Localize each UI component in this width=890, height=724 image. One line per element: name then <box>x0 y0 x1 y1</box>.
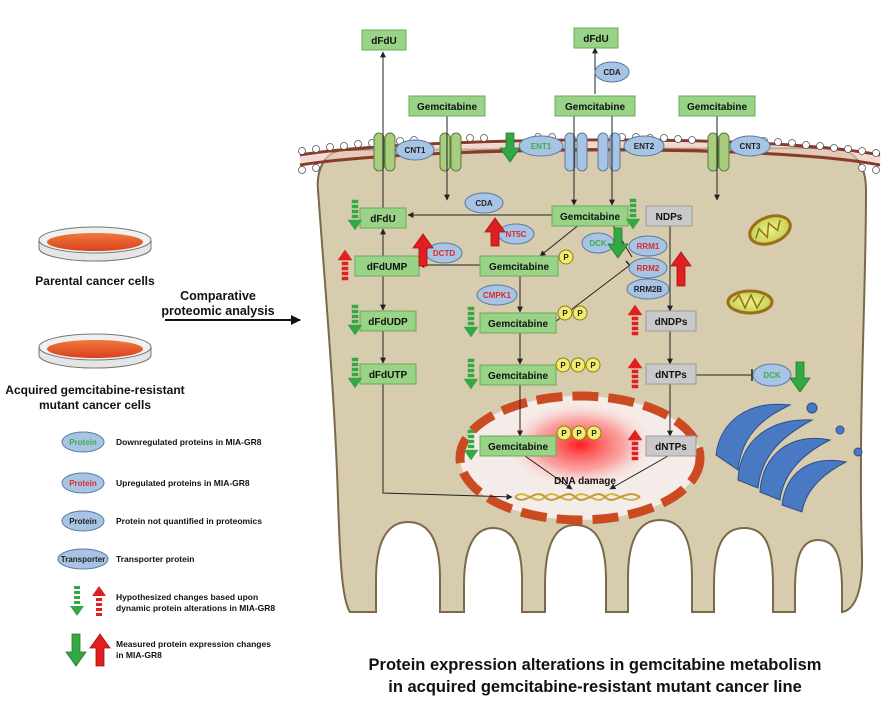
phosphate-groups: P P P P P P P P P <box>555 249 602 441</box>
ent1-label: ENT1 <box>531 142 552 151</box>
legend-down-sample: Protein <box>69 438 97 447</box>
cnt3-label: CNT3 <box>740 142 761 151</box>
hypothesized-down-arrows <box>347 198 641 461</box>
mitochondrion-2 <box>726 289 774 315</box>
rrm1-label: RRM1 <box>637 242 660 251</box>
phosphate-tp-2: P <box>575 361 581 370</box>
gemcitabine-in-box: Gemcitabine <box>560 212 620 223</box>
gemcitabine-out-2-box: Gemcitabine <box>565 102 625 113</box>
legend: Protein Downregulated proteins in MIA-GR… <box>57 431 275 667</box>
rrm2b-label: RRM2B <box>634 285 663 294</box>
gemcitabine-out-3-box: Gemcitabine <box>687 102 747 113</box>
legend-nq-sample: Protein <box>69 517 97 526</box>
dfdudp-box: dFdUDP <box>368 317 408 328</box>
legend-hypothesized-text-1: Hypothesized changes based upon <box>116 592 258 602</box>
phosphate-nuc-2: P <box>576 429 582 438</box>
figure-title-line-1: Protein expression alterations in gemcit… <box>369 656 822 674</box>
hypothesized-up-arrows <box>337 249 643 461</box>
rrm2-label: RRM2 <box>637 264 660 273</box>
petri-dish-parental <box>38 226 152 262</box>
gemcitabine-mp-box: Gemcitabine <box>489 262 549 273</box>
phosphate-nuc-1: P <box>561 429 567 438</box>
cnt3-transporter: CNT3 <box>707 132 771 172</box>
cmpk1-label: CMPK1 <box>483 291 512 300</box>
legend-nq-text: Protein not quantified in proteomics <box>116 516 262 526</box>
legend-transporter-sample: Transporter <box>61 555 105 564</box>
dna-damage-label: DNA damage <box>554 476 616 487</box>
legend-hypothesized-text-2: dynamic protein alterations in MIA-GR8 <box>116 603 275 613</box>
cda-in-label: CDA <box>475 199 493 208</box>
dck-label: DCK <box>589 239 607 248</box>
nuclear-red-spot <box>500 399 660 491</box>
ndps-box: NDPs <box>656 212 683 223</box>
protein-ovals: CDA CDA NT5C DCTD DCK CMPK1 RRM1 RRM2 RR… <box>425 61 792 387</box>
cnt1-label: CNT1 <box>405 146 426 155</box>
ent1-transporter: ENT1 <box>518 132 588 172</box>
legend-transporter-text: Transporter protein <box>116 554 194 564</box>
phospholipid-heads-bottom <box>298 164 880 174</box>
dndps-box: dNDPs <box>655 317 688 328</box>
legend-measured-text-2: in MIA-GR8 <box>116 650 162 660</box>
mitochondrion-1 <box>748 214 792 246</box>
gemcitabine-out-1-box: Gemcitabine <box>417 102 477 113</box>
cell-body <box>316 146 868 614</box>
measured-down-arrows <box>499 132 811 393</box>
nt5c-label: NT5C <box>506 230 527 239</box>
ent2-label: ENT2 <box>634 142 655 151</box>
comparative-label: Comparative <box>180 289 256 303</box>
metabolite-boxes: dFdU dFdU Gemcitabine Gemcitabine Gemcit… <box>354 27 756 457</box>
legend-up-sample: Protein <box>69 479 97 488</box>
golgi-apparatus <box>715 402 863 513</box>
phosphate-nuc-3: P <box>591 429 597 438</box>
gemcitabine-dp-box: Gemcitabine <box>488 319 548 330</box>
pathway-arrows <box>165 47 753 500</box>
legend-measured-text-1: Measured protein expression changes <box>116 639 271 649</box>
cda-top-label: CDA <box>603 68 621 77</box>
phosphate-mp: P <box>563 253 569 262</box>
dna-helix <box>514 493 641 501</box>
dck-right-label: DCK <box>763 371 781 380</box>
phosphate-tp-1: P <box>560 361 566 370</box>
gemcitabine-tp-box: Gemcitabine <box>488 371 548 382</box>
legend-down-text: Downregulated proteins in MIA-GR8 <box>116 437 262 447</box>
legend-up-text: Upregulated proteins in MIA-GR8 <box>116 478 250 488</box>
phosphate-tp-3: P <box>590 361 596 370</box>
dntps-box: dNTPs <box>655 370 687 381</box>
dfdump-box: dFdUMP <box>367 262 408 273</box>
figure-title-line-2: in acquired gemcitabine-resistant mutant… <box>388 678 802 696</box>
dctd-label: DCTD <box>433 249 455 258</box>
dfdu-in-box: dFdU <box>370 214 396 225</box>
dfdu-out-right-box: dFdU <box>583 34 609 45</box>
dntps-nuclear-box: dNTPs <box>655 442 687 453</box>
parental-cells-label: Parental cancer cells <box>35 274 155 288</box>
phosphate-dp-1: P <box>562 309 568 318</box>
measured-up-arrows <box>412 217 692 287</box>
gemcitabine-nuclear-box: Gemcitabine <box>488 442 548 453</box>
proteomic-analysis-label: proteomic analysis <box>161 304 274 318</box>
dfdu-out-left-box: dFdU <box>371 36 397 47</box>
phosphate-dp-2: P <box>577 309 583 318</box>
dfdutp-box: dFdUTP <box>369 370 408 381</box>
nucleotide-boxes: NDPs dNDPs dNTPs dNTPs <box>645 205 697 457</box>
resistant-cells-label-1: Acquired gemcitabine-resistant <box>5 383 184 397</box>
resistant-cells-label-2: mutant cancer cells <box>39 398 151 412</box>
petri-dish-resistant <box>38 333 152 369</box>
